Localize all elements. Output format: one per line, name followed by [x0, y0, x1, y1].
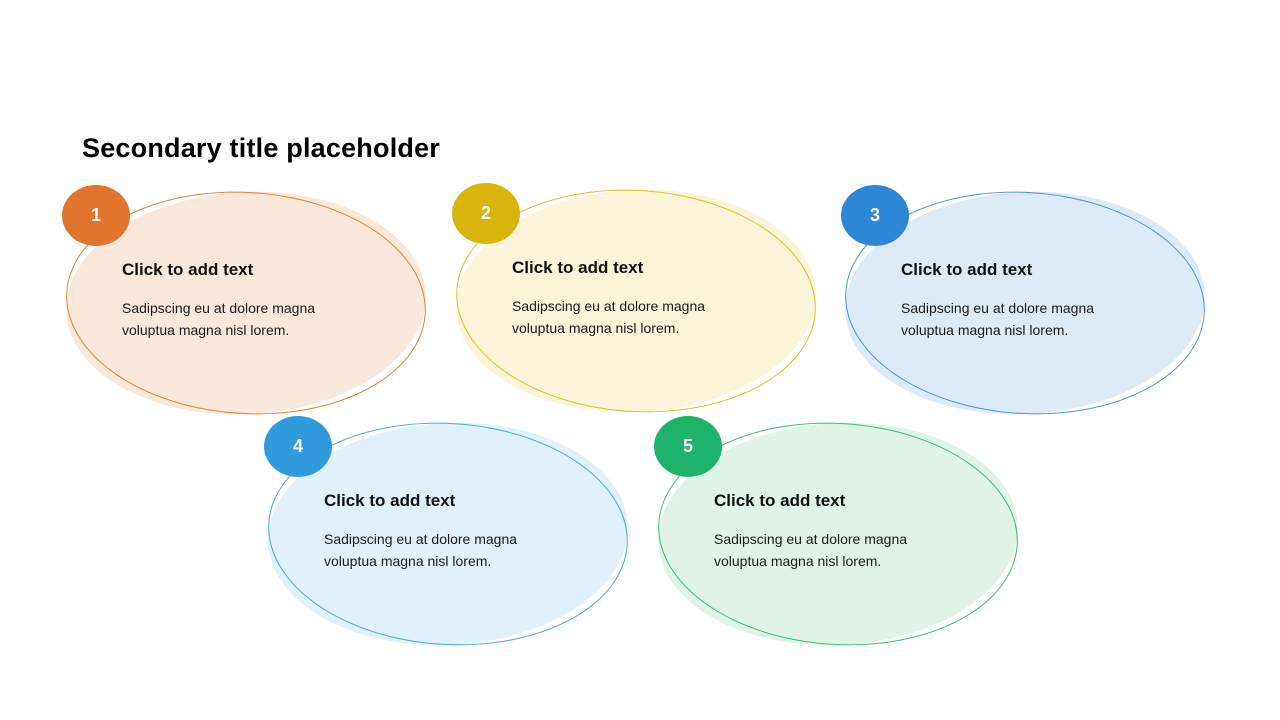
- card-body-placeholder[interactable]: Sadipscing eu at dolore magna voluptua m…: [901, 300, 1095, 338]
- card-heading-placeholder[interactable]: Click to add text: [512, 258, 644, 277]
- card-content: Click to add text Sadipscing eu at dolor…: [324, 491, 574, 572]
- card-heading-placeholder[interactable]: Click to add text: [324, 491, 456, 510]
- item-card-2: 2 Click to add text Sadipscing eu at dol…: [449, 179, 823, 423]
- card-content: Click to add text Sadipscing eu at dolor…: [122, 260, 372, 341]
- card-body-placeholder[interactable]: Sadipscing eu at dolore magna voluptua m…: [714, 531, 908, 569]
- card-content: Click to add text Sadipscing eu at dolor…: [714, 491, 964, 572]
- card-content: Click to add text Sadipscing eu at dolor…: [512, 258, 762, 339]
- badge-number: 4: [292, 436, 303, 456]
- badge-number: 3: [869, 205, 880, 225]
- number-badge: 2: [452, 183, 520, 244]
- card-body-placeholder[interactable]: Sadipscing eu at dolore magna voluptua m…: [324, 531, 518, 569]
- item-card-3: 3 Click to add text Sadipscing eu at dol…: [838, 181, 1212, 425]
- number-badge: 5: [654, 416, 722, 477]
- card-heading-placeholder[interactable]: Click to add text: [901, 260, 1033, 279]
- item-card-5: 5 Click to add text Sadipscing eu at dol…: [651, 412, 1025, 656]
- item-card-4: 4 Click to add text Sadipscing eu at dol…: [261, 412, 635, 656]
- slide-title-placeholder[interactable]: Secondary title placeholder: [82, 133, 441, 163]
- card-heading-placeholder[interactable]: Click to add text: [714, 491, 846, 510]
- badge-number: 2: [480, 203, 491, 223]
- card-body-placeholder[interactable]: Sadipscing eu at dolore magna voluptua m…: [122, 300, 316, 338]
- card-heading-placeholder[interactable]: Click to add text: [122, 260, 254, 279]
- badge-number: 5: [682, 436, 693, 456]
- number-badge: 1: [62, 185, 130, 246]
- item-card-1: 1 Click to add text Sadipscing eu at dol…: [59, 181, 433, 425]
- badge-number: 1: [90, 205, 101, 225]
- card-content: Click to add text Sadipscing eu at dolor…: [901, 260, 1151, 341]
- number-badge: 4: [264, 416, 332, 477]
- card-body-placeholder[interactable]: Sadipscing eu at dolore magna voluptua m…: [512, 298, 706, 336]
- number-badge: 3: [841, 185, 909, 246]
